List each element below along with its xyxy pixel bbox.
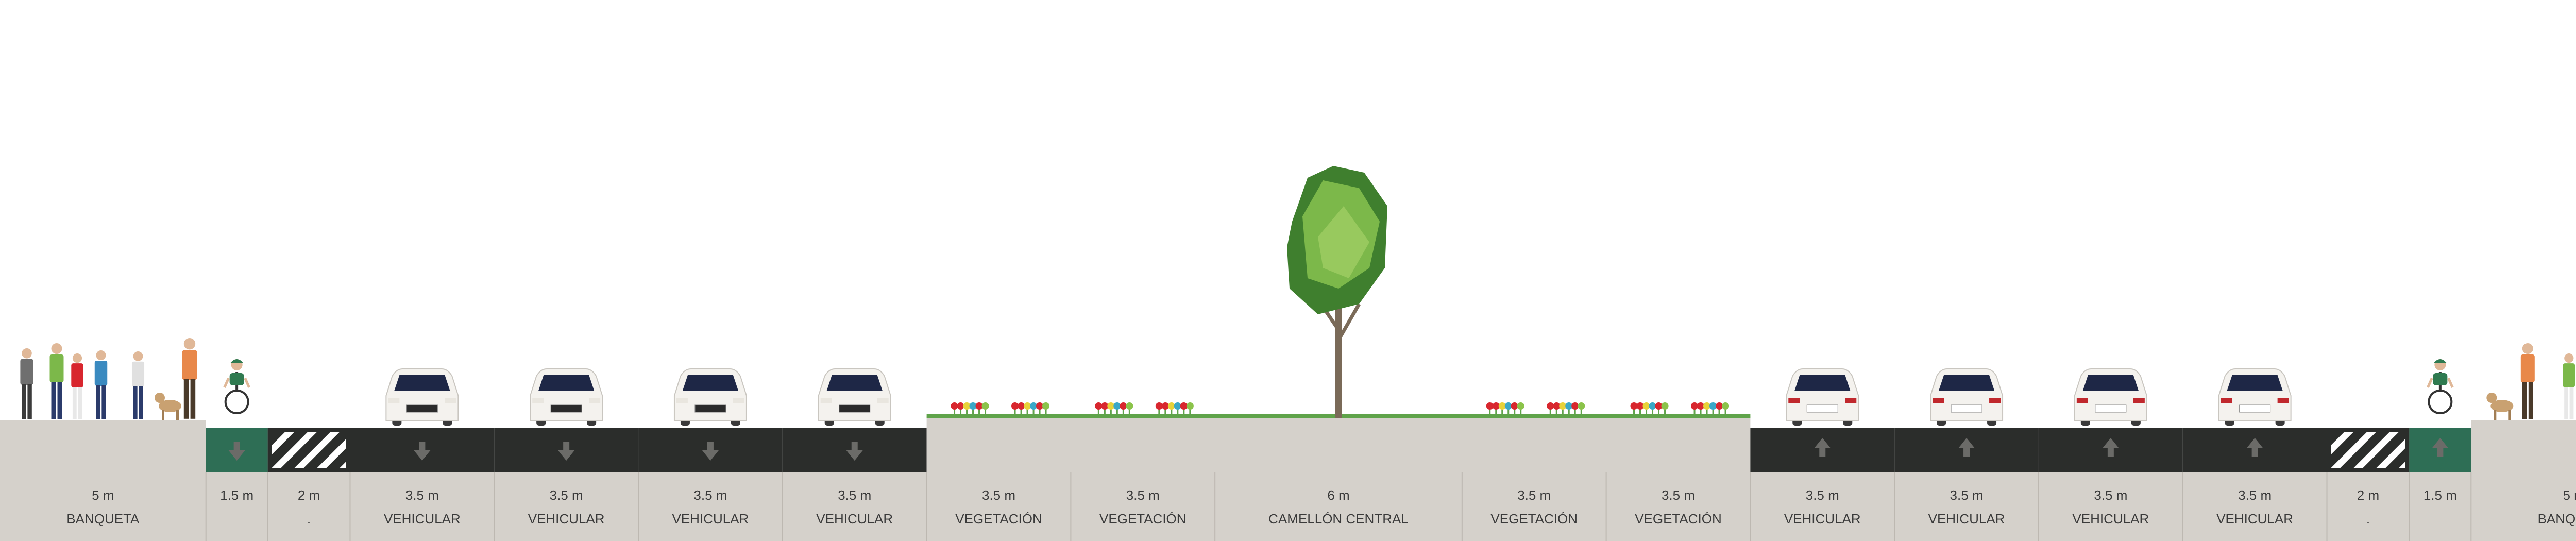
segment-sidewalk <box>2471 343 2576 472</box>
car-icon <box>530 368 603 426</box>
bicycle-icon <box>2427 359 2454 414</box>
flower-icon <box>1691 402 1730 418</box>
sidewalk-surface <box>0 420 206 472</box>
segment-sidewalk <box>0 338 206 472</box>
pedestrian-icon <box>131 351 145 419</box>
pedestrian-icon <box>2520 343 2535 419</box>
label-band <box>0 472 2576 541</box>
pedestrian-icon <box>71 353 83 419</box>
dog-icon <box>2486 393 2514 420</box>
arrow-down-icon <box>414 442 431 461</box>
median-surface <box>1215 416 1462 472</box>
segment-vegetation <box>1606 402 1751 472</box>
median-surface <box>926 416 1071 472</box>
median-surface <box>1462 416 1606 472</box>
flower-icon <box>951 402 989 418</box>
pedestrian-icon <box>2563 353 2575 419</box>
segment-lane-down <box>782 368 927 472</box>
segment-median <box>1215 166 1462 472</box>
segment-buffer <box>267 428 350 472</box>
car-icon <box>1786 368 1859 426</box>
arrow-down-icon <box>228 442 245 461</box>
segment-lane-down <box>494 368 639 472</box>
dog-icon <box>155 393 181 420</box>
buffer-stripes <box>2331 432 2405 468</box>
arrow-up-icon <box>2102 438 2119 457</box>
arrow-down-icon <box>846 442 863 461</box>
flower-icon <box>1011 402 1050 418</box>
pedestrian-icon <box>20 348 33 419</box>
segment-lane-down <box>638 368 783 472</box>
segment-lane-up <box>2038 368 2183 472</box>
bicycle-icon <box>223 359 250 414</box>
segment-vegetation <box>1071 402 1215 472</box>
segment-lane-up <box>2182 368 2327 472</box>
segment-buffer <box>2327 428 2410 472</box>
car-icon <box>2218 368 2292 426</box>
pedestrian-icon <box>182 338 197 419</box>
flower-icon <box>1630 402 1669 418</box>
arrow-up-icon <box>1814 438 1831 457</box>
car-icon <box>818 368 891 426</box>
arrow-up-icon <box>1958 438 1975 457</box>
segment-lane-up <box>1750 368 1895 472</box>
arrow-up-icon <box>2432 438 2449 457</box>
arrow-down-icon <box>702 442 719 461</box>
grass-strip <box>1462 414 1606 418</box>
flower-icon <box>1486 402 1524 418</box>
car-icon <box>1930 368 2004 426</box>
flower-icon <box>1547 402 1585 418</box>
buffer-stripes <box>272 432 346 468</box>
segment-lane-down <box>350 368 495 472</box>
grass-strip <box>1606 414 1751 418</box>
median-surface <box>1606 416 1751 472</box>
car-icon <box>2074 368 2147 426</box>
grass-strip <box>926 414 1071 418</box>
flower-icon <box>1155 402 1194 418</box>
segment-vegetation <box>926 402 1071 472</box>
segment-bike-down <box>206 359 268 472</box>
sidewalk-surface <box>2471 420 2576 472</box>
arrow-up-icon <box>2246 438 2263 457</box>
pedestrian-icon <box>94 350 108 419</box>
grass-strip <box>1071 414 1215 418</box>
segment-vegetation <box>1462 402 1606 472</box>
arrow-down-icon <box>558 442 575 461</box>
median-surface <box>1071 416 1215 472</box>
car-icon <box>673 368 747 426</box>
pedestrian-icon <box>49 343 64 419</box>
flower-icon <box>1095 402 1133 418</box>
segment-lane-up <box>1894 368 2039 472</box>
tree-icon <box>1287 166 1387 418</box>
segment-bike-up <box>2409 359 2471 472</box>
car-icon <box>385 368 459 426</box>
